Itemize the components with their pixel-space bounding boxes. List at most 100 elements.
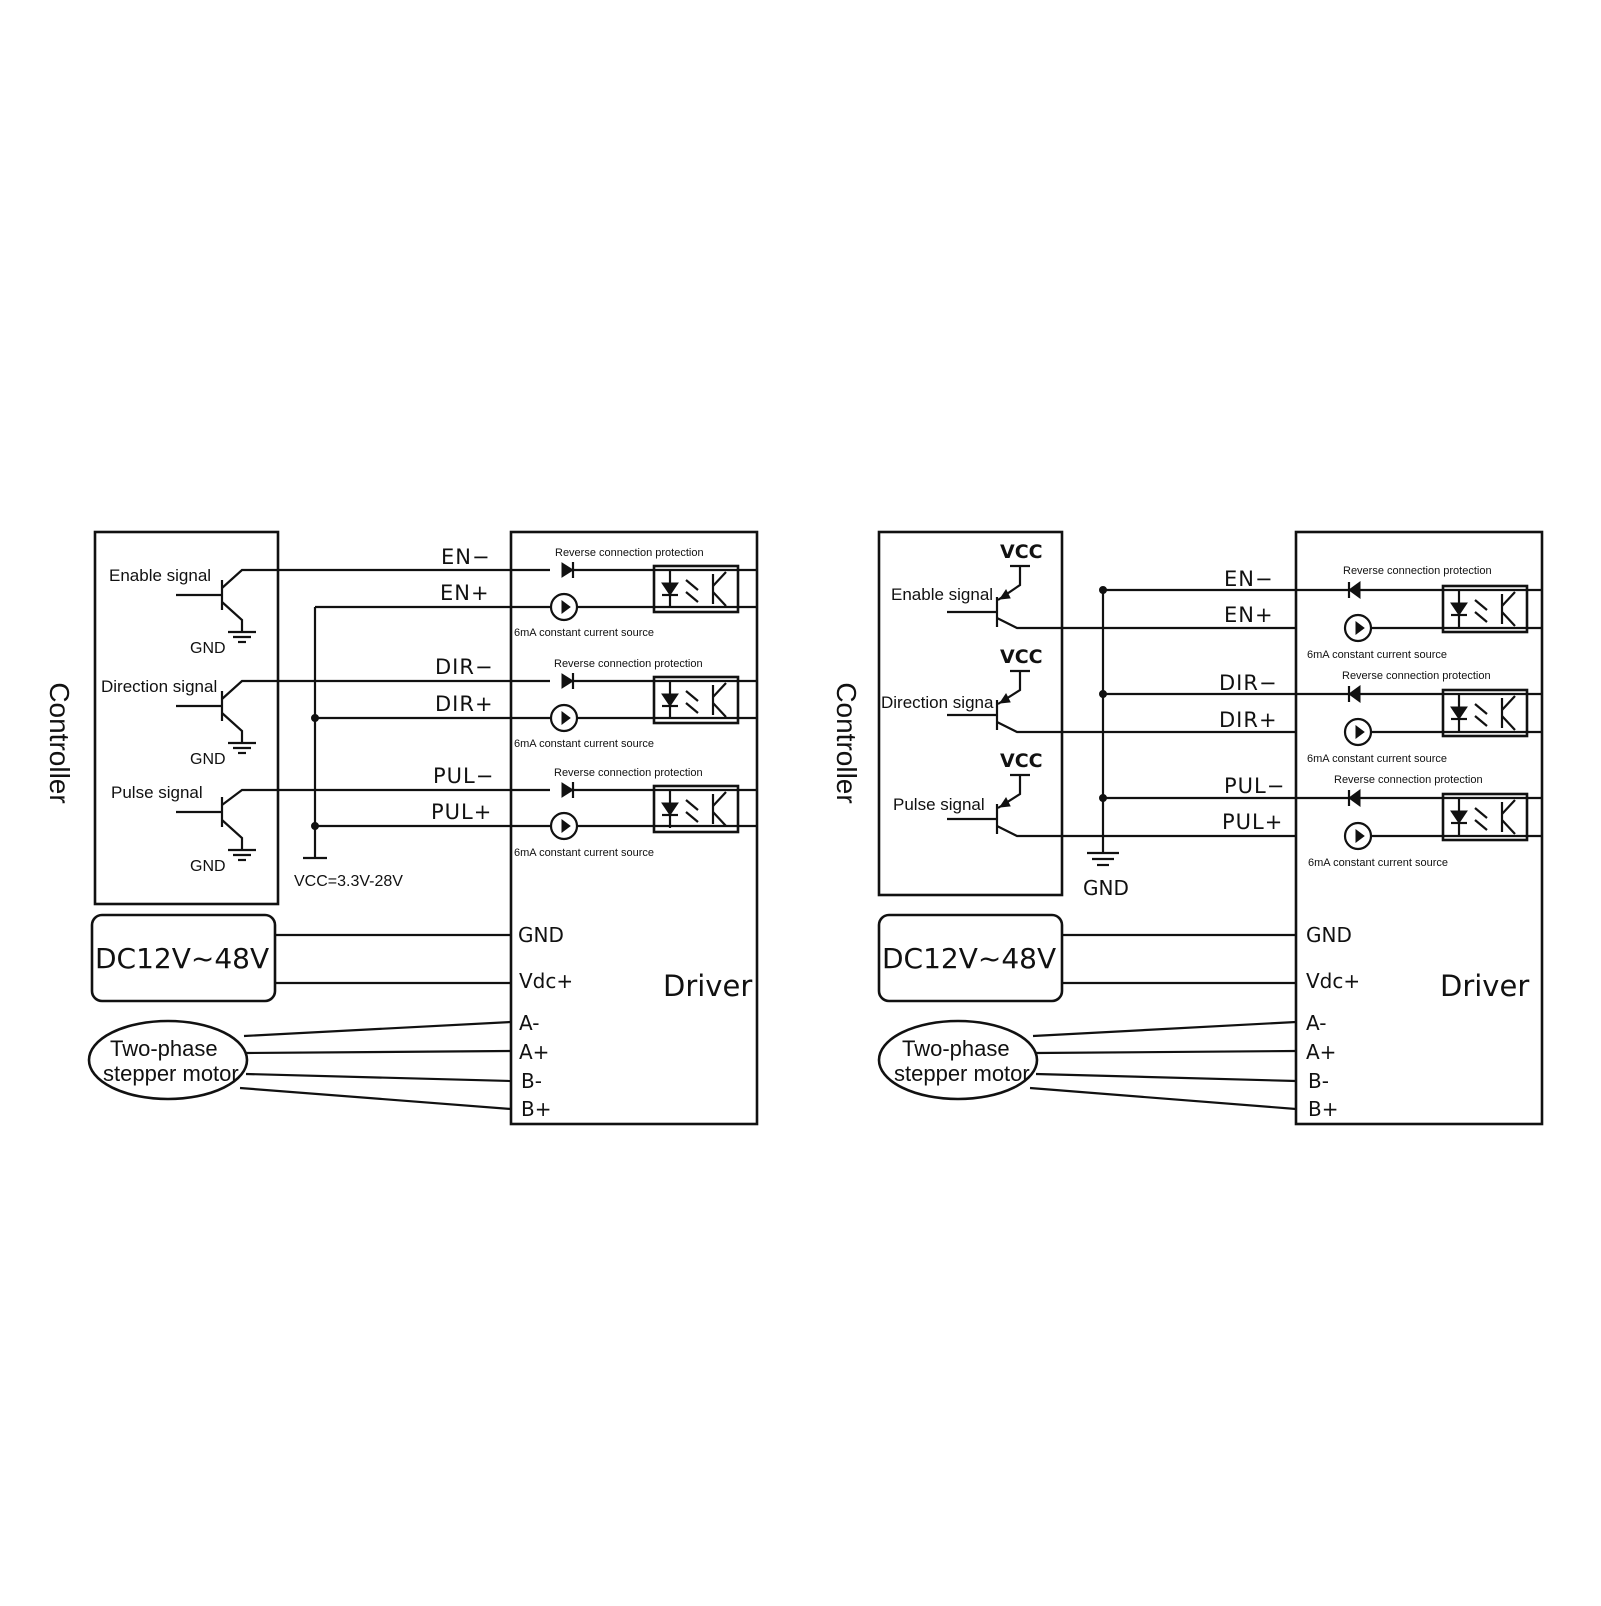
channel-enable: Enable signal GND EN− EN+ Reverse connec… [109, 545, 757, 657]
current-source-label: 6mA constant current source [1307, 753, 1447, 765]
dir-plus-label: DIR+ [1219, 708, 1278, 732]
vcc-supply-label: VCC=3.3V-28V [294, 873, 403, 890]
driver-label: Driver [1440, 969, 1529, 1003]
reverse-protection-label: Reverse connection protection [555, 547, 704, 559]
motor-label-line2: stepper motor [103, 1061, 239, 1086]
motor-wire-b-minus [1035, 1072, 1297, 1083]
gnd-terminal-label: GND [1306, 923, 1352, 947]
reverse-protection-label: Reverse connection protection [1342, 670, 1491, 682]
power-supply: DC12V~48V GND Vdc+ [877, 913, 1360, 1003]
dir-minus-label: DIR− [435, 655, 494, 679]
motor-wire-a-plus [1035, 1049, 1297, 1055]
en-plus-label: EN+ [440, 581, 490, 605]
en-minus-label: EN− [1224, 567, 1274, 591]
motor-wire-b-plus [1029, 1086, 1297, 1111]
vcc-label: VCC [1000, 646, 1043, 668]
controller-box [93, 530, 280, 906]
pul-minus-label: PUL− [433, 764, 494, 788]
channel-direction: VCC Direction signa DIR− DIR+ Reverse co… [881, 646, 1542, 765]
diagram-left: Controller Driver VCC=3.3V-28V Enable si… [44, 530, 759, 1126]
emitter-wire [221, 601, 244, 632]
reverse-protection-label: Reverse connection protection [554, 767, 703, 779]
motor-label-line2: stepper motor [894, 1061, 1030, 1086]
stepper-motor: Two-phase stepper motor A- A+ B- B+ [87, 1011, 551, 1121]
collector-wire [221, 568, 550, 589]
terminal-a-plus: A+ [519, 1040, 549, 1064]
driver-label: Driver [663, 969, 752, 1003]
optocoupler-icon [1441, 584, 1529, 634]
pul-plus-label: PUL+ [431, 800, 492, 824]
enable-signal-label: Enable signal [891, 585, 993, 604]
terminal-b-plus: B+ [1308, 1097, 1338, 1121]
motor-wire-a-minus [1032, 1020, 1297, 1038]
controller-box [877, 530, 1064, 897]
current-source-label: 6mA constant current source [514, 627, 654, 639]
channel-direction: Direction signal GND DIR− DIR+ Reverse c… [101, 655, 757, 768]
current-source-label: 6mA constant current source [1307, 649, 1447, 661]
en-plus-label: EN+ [1224, 603, 1274, 627]
protection-diode-icon [1348, 581, 1361, 599]
reverse-protection-label: Reverse connection protection [1334, 774, 1483, 786]
pulse-signal-label: Pulse signal [111, 783, 203, 802]
protection-diode-icon [561, 782, 574, 798]
motor-wire-b-minus [245, 1072, 512, 1083]
gnd-label: GND [190, 751, 226, 768]
motor-ellipse [877, 1019, 1039, 1101]
protection-diode-icon [561, 562, 574, 578]
optocoupler-icon [652, 564, 740, 614]
power-supply-box [877, 913, 1064, 1003]
optocoupler-icon [1441, 792, 1529, 842]
protection-diode-icon [561, 673, 574, 689]
pul-plus-label: PUL+ [1222, 810, 1283, 834]
current-source-label: 6mA constant current source [514, 738, 654, 750]
dir-plus-label: DIR+ [435, 692, 494, 716]
ground-label: GND [1083, 876, 1129, 900]
vcc-label: VCC [1000, 541, 1043, 563]
terminal-a-minus: A- [519, 1011, 539, 1035]
power-supply: DC12V~48V GND Vdc+ [90, 913, 573, 1003]
stepper-motor: Two-phase stepper motor A- A+ B- B+ [877, 1011, 1338, 1121]
terminal-b-minus: B- [521, 1069, 542, 1093]
pul-minus-label: PUL− [1224, 774, 1285, 798]
motor-wire-b-plus [239, 1086, 512, 1111]
terminal-a-minus: A- [1306, 1011, 1326, 1035]
motor-label-line1: Two-phase [110, 1036, 218, 1061]
driver-box [509, 530, 759, 1126]
reverse-protection-label: Reverse connection protection [554, 658, 703, 670]
gnd-label: GND [190, 858, 226, 875]
power-supply-label: DC12V~48V [882, 942, 1056, 975]
gnd-terminal-label: GND [518, 923, 564, 947]
enable-signal-label: Enable signal [109, 566, 211, 585]
motor-label-line1: Two-phase [902, 1036, 1010, 1061]
terminal-b-minus: B- [1308, 1069, 1329, 1093]
controller-label: Controller [831, 682, 862, 803]
motor-wire-a-plus [245, 1049, 512, 1055]
current-source-label: 6mA constant current source [514, 847, 654, 859]
controller-label: Controller [44, 682, 75, 803]
motor-ellipse [87, 1019, 249, 1101]
vdc-terminal-label: Vdc+ [1306, 969, 1360, 993]
motor-wire-a-minus [243, 1020, 512, 1038]
channel-pulse: Pulse signal GND PUL− PUL+ Reverse conne… [111, 764, 757, 875]
channel-enable: VCC Enable signal EN− EN+ Reverse connec… [891, 541, 1542, 661]
direction-signal-label: Direction signal [101, 677, 217, 696]
vdc-terminal-label: Vdc+ [519, 969, 573, 993]
driver-box [1294, 530, 1544, 1126]
direction-signal-label: Direction signa [881, 693, 994, 712]
power-supply-label: DC12V~48V [95, 942, 269, 975]
power-supply-box [90, 913, 277, 1003]
reverse-protection-label: Reverse connection protection [1343, 565, 1492, 577]
optocoupler-icon [652, 784, 740, 834]
diagram-right: Controller Driver GND VCC Enable signal … [831, 530, 1544, 1126]
optocoupler-icon [1441, 688, 1529, 738]
channel-pulse: VCC Pulse signal PUL− PUL+ Reverse conne… [893, 750, 1542, 869]
dir-minus-label: DIR− [1219, 671, 1278, 695]
protection-diode-icon [1348, 685, 1361, 703]
optocoupler-icon [652, 675, 740, 725]
gnd-label: GND [190, 640, 226, 657]
collector-wire [996, 617, 1296, 630]
en-minus-label: EN− [441, 545, 491, 569]
vcc-label: VCC [1000, 750, 1043, 772]
